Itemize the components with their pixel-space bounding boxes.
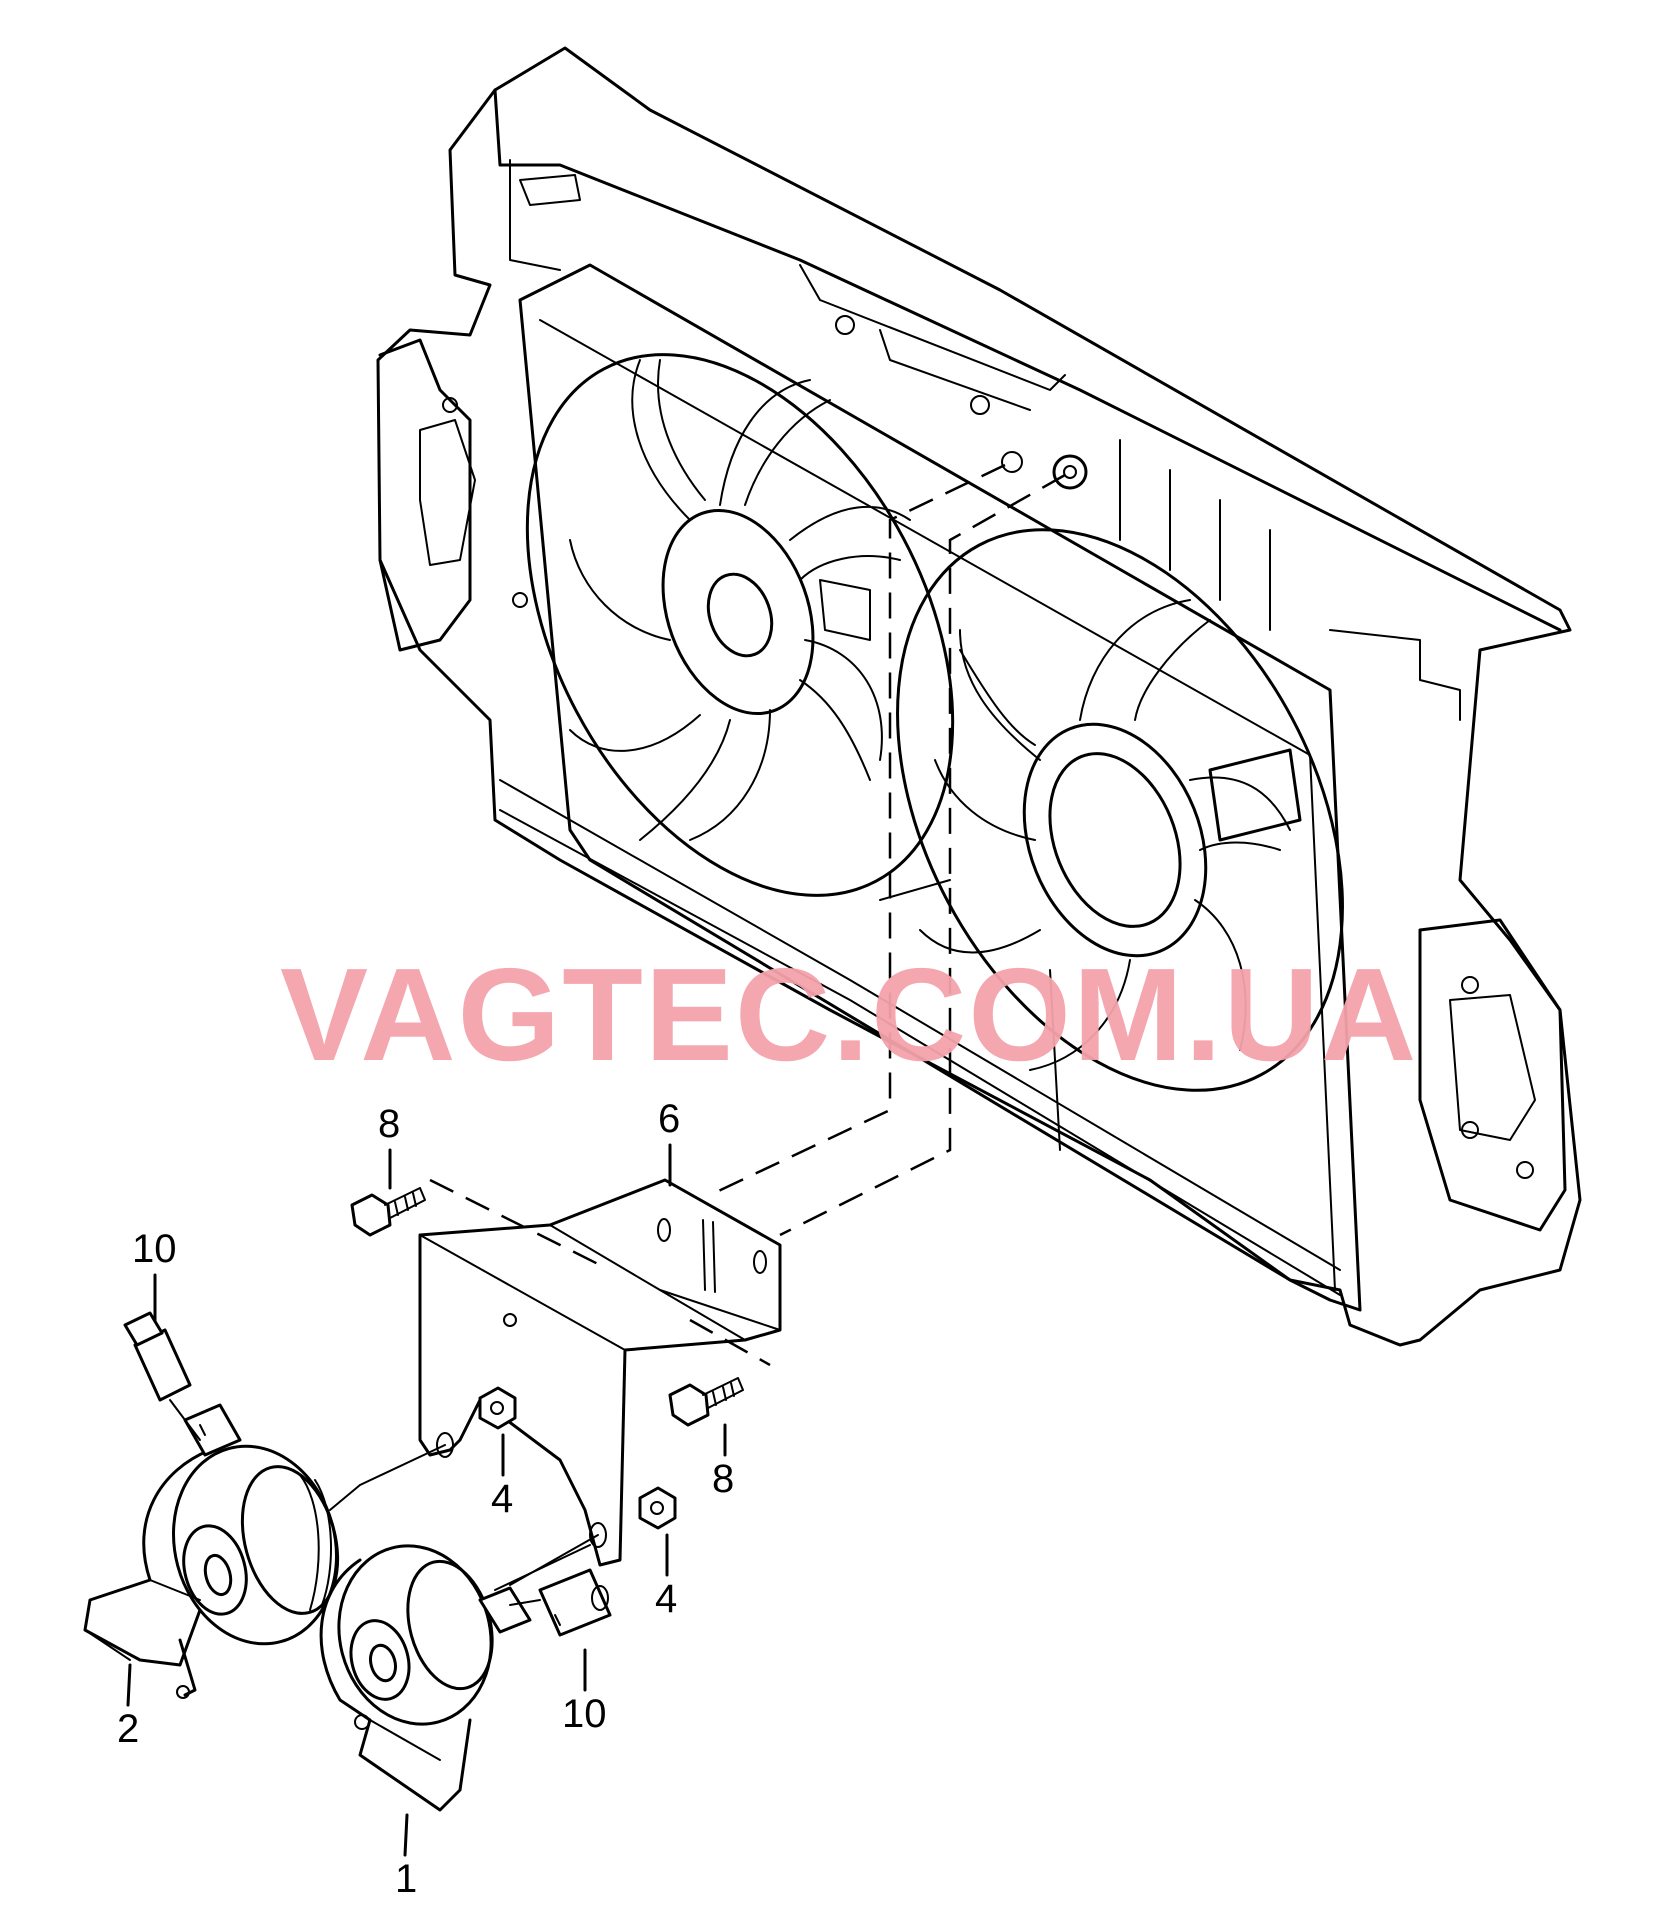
assembly-leader-lines: [429, 463, 1066, 1367]
nut-lower: [638, 1486, 677, 1530]
shroud-top-rail: [493, 88, 1562, 632]
left-fan-ring: [525, 353, 955, 897]
nut-upper: [478, 1386, 517, 1430]
horn-low-tone: [83, 1311, 361, 1699]
right-fan-ring: [896, 528, 1344, 1092]
left-fan: [525, 353, 955, 897]
label-part-4-lower: 4: [655, 1577, 677, 1621]
label-part-4-upper: 4: [491, 1477, 513, 1521]
watermark-text: VAGTEC.COM.UA: [280, 941, 1418, 1088]
label-leaders: [126, 1143, 727, 1857]
label-part-10-lower: 10: [562, 1692, 607, 1736]
left-fan-blades: [569, 359, 911, 841]
label-part-10-upper: 10: [132, 1227, 177, 1271]
label-part-6: 6: [658, 1097, 680, 1141]
label-part-8-upper: 8: [378, 1102, 400, 1146]
horn-bracket: [359, 1178, 782, 1586]
left-fan-hub: [661, 508, 815, 716]
shroud-left-mount: [378, 338, 472, 652]
bolt-upper: [350, 1187, 426, 1237]
right-fan-hub-center: [1048, 752, 1182, 928]
shroud-outer-frame: [376, 46, 1582, 1347]
shroud-right-mount: [1418, 918, 1567, 1232]
horn-high-tone: [319, 1544, 612, 1812]
label-part-2: 2: [117, 1707, 139, 1751]
right-fan: [879, 528, 1344, 1151]
shroud-inner-frame: [518, 263, 1362, 1312]
label-part-1: 1: [395, 1857, 417, 1901]
right-fan-hub: [1022, 722, 1208, 958]
bracket-body: [418, 1178, 782, 1567]
right-fan-blades: [919, 599, 1291, 1071]
bolt-lower: [668, 1377, 744, 1427]
left-fan-hub-center: [706, 572, 774, 658]
label-part-8-lower: 8: [712, 1457, 734, 1501]
